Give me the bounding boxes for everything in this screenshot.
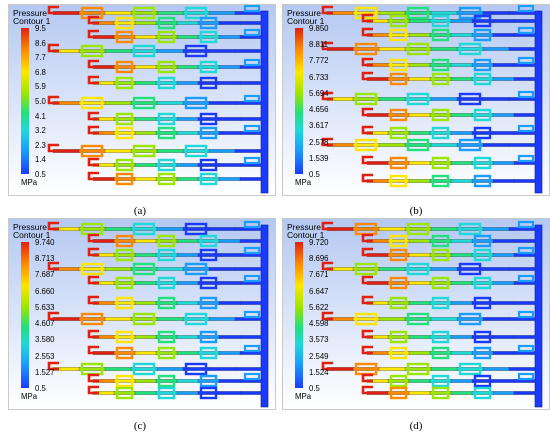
colorbar-tick-label: 9.720: [309, 238, 329, 247]
colorbar-tick-label: 4.1: [35, 111, 46, 121]
colorbar-tick-label: 5.9: [35, 82, 46, 92]
colorbar-tick-label: 6.8: [35, 67, 46, 77]
colorbar-tick-label: 3.617: [309, 121, 329, 131]
colorbar-tick-label: 8.713: [35, 254, 55, 264]
colorbar-tick-label: 5.694: [309, 88, 329, 98]
colorbar-tick-label: 2.549: [309, 351, 329, 361]
colorbar-tick-label: 7.671: [309, 270, 329, 280]
colorbar-tick-label: 9.850: [309, 24, 329, 33]
colorbar-tick-label: 6.647: [309, 286, 329, 296]
colorbar: [21, 242, 29, 388]
caption-c: (c): [133, 420, 147, 432]
colorbar-tick-label: 2.3: [35, 140, 46, 150]
caption-d: (d): [409, 420, 423, 432]
legend-unit: MPa: [295, 392, 312, 401]
colorbar-tick-label: 9.5: [35, 24, 46, 33]
colorbar-tick-label: 0.5: [35, 384, 46, 393]
colorbar-tick-label: 6.660: [35, 286, 55, 296]
colorbar-tick-label: 1.4: [35, 155, 46, 165]
pipe-network-diagram: [9, 5, 275, 195]
colorbar-tick-label: 2.578: [309, 137, 329, 147]
colorbar-tick-label: 8.811: [309, 40, 328, 50]
colorbar-tick-label: 4.656: [309, 105, 329, 115]
colorbar-tick-label: 3.2: [35, 126, 46, 136]
caption-b: (b): [409, 205, 423, 217]
colorbar-tick-label: 6.733: [309, 72, 329, 82]
colorbar-tick-label: 1.527: [35, 367, 55, 377]
colorbar-tick-label: 1.539: [309, 153, 329, 163]
colorbar-tick-label: 0.5: [35, 170, 46, 179]
colorbar: [295, 28, 303, 174]
pipe-network-diagram: [283, 5, 549, 195]
colorbar-tick-label: 2.553: [35, 351, 55, 361]
colorbar-tick-label: 8.6: [35, 38, 46, 48]
colorbar-tick-label: 0.5: [309, 170, 320, 179]
colorbar-tick-label: 7.772: [309, 56, 329, 66]
legend-unit: MPa: [21, 392, 38, 401]
colorbar-tick-label: 8.696: [309, 254, 329, 264]
colorbar-tick-label: 3.580: [35, 335, 55, 345]
legend-unit: MPa: [21, 178, 38, 187]
pipe-network-diagram: [283, 219, 549, 409]
caption-a: (a): [133, 205, 147, 217]
colorbar-tick-label: 9.740: [35, 238, 55, 247]
colorbar-tick-label: 0.5: [309, 384, 320, 393]
colorbar-tick-label: 3.573: [309, 335, 329, 345]
colorbar-tick-label: 5.0: [35, 97, 46, 106]
colorbar-tick-label: 5.622: [309, 302, 329, 312]
colorbar-tick-label: 1.524: [309, 367, 329, 377]
colorbar: [21, 28, 29, 174]
pipe-network-diagram: [9, 219, 275, 409]
colorbar-tick-label: 7.7: [35, 53, 46, 63]
colorbar-tick-label: 4.607: [35, 319, 55, 329]
colorbar-tick-label: 4.598: [309, 319, 329, 329]
legend-unit: MPa: [295, 178, 312, 187]
colorbar-tick-label: 7.687: [35, 270, 55, 280]
colorbar-tick-label: 5.633: [35, 302, 55, 312]
colorbar: [295, 242, 303, 388]
